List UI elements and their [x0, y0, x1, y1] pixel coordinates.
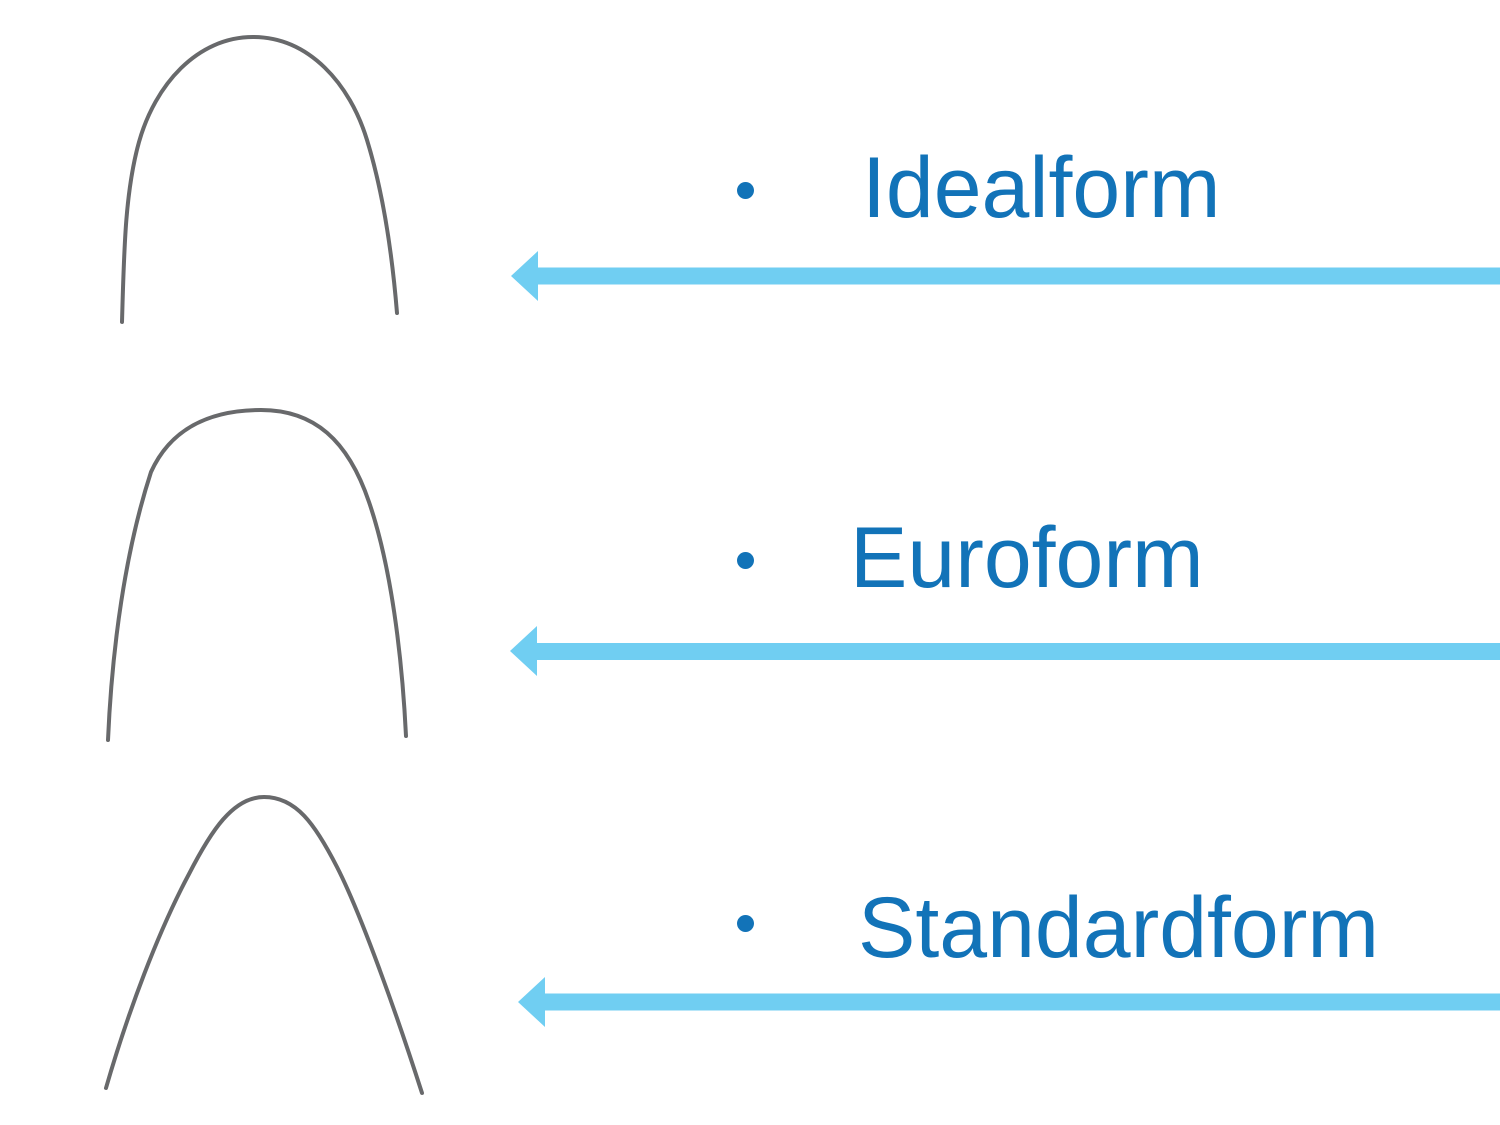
label-euroform: Euroform: [850, 510, 1204, 606]
bullet-dot-icon: [737, 915, 754, 932]
euroform-archwire-image: [106, 407, 408, 742]
idealform-archwire-image: [120, 34, 399, 324]
left-arrow-icon: [511, 251, 1500, 301]
bullet-dot-icon: [737, 552, 754, 569]
label-standardform: Standardform: [858, 880, 1380, 976]
label-idealform: Idealform: [862, 140, 1221, 236]
bullet-dot-icon: [737, 182, 754, 199]
standardform-archwire-image: [104, 794, 424, 1095]
left-arrow-icon: [518, 977, 1500, 1027]
left-arrow-icon: [510, 626, 1500, 676]
